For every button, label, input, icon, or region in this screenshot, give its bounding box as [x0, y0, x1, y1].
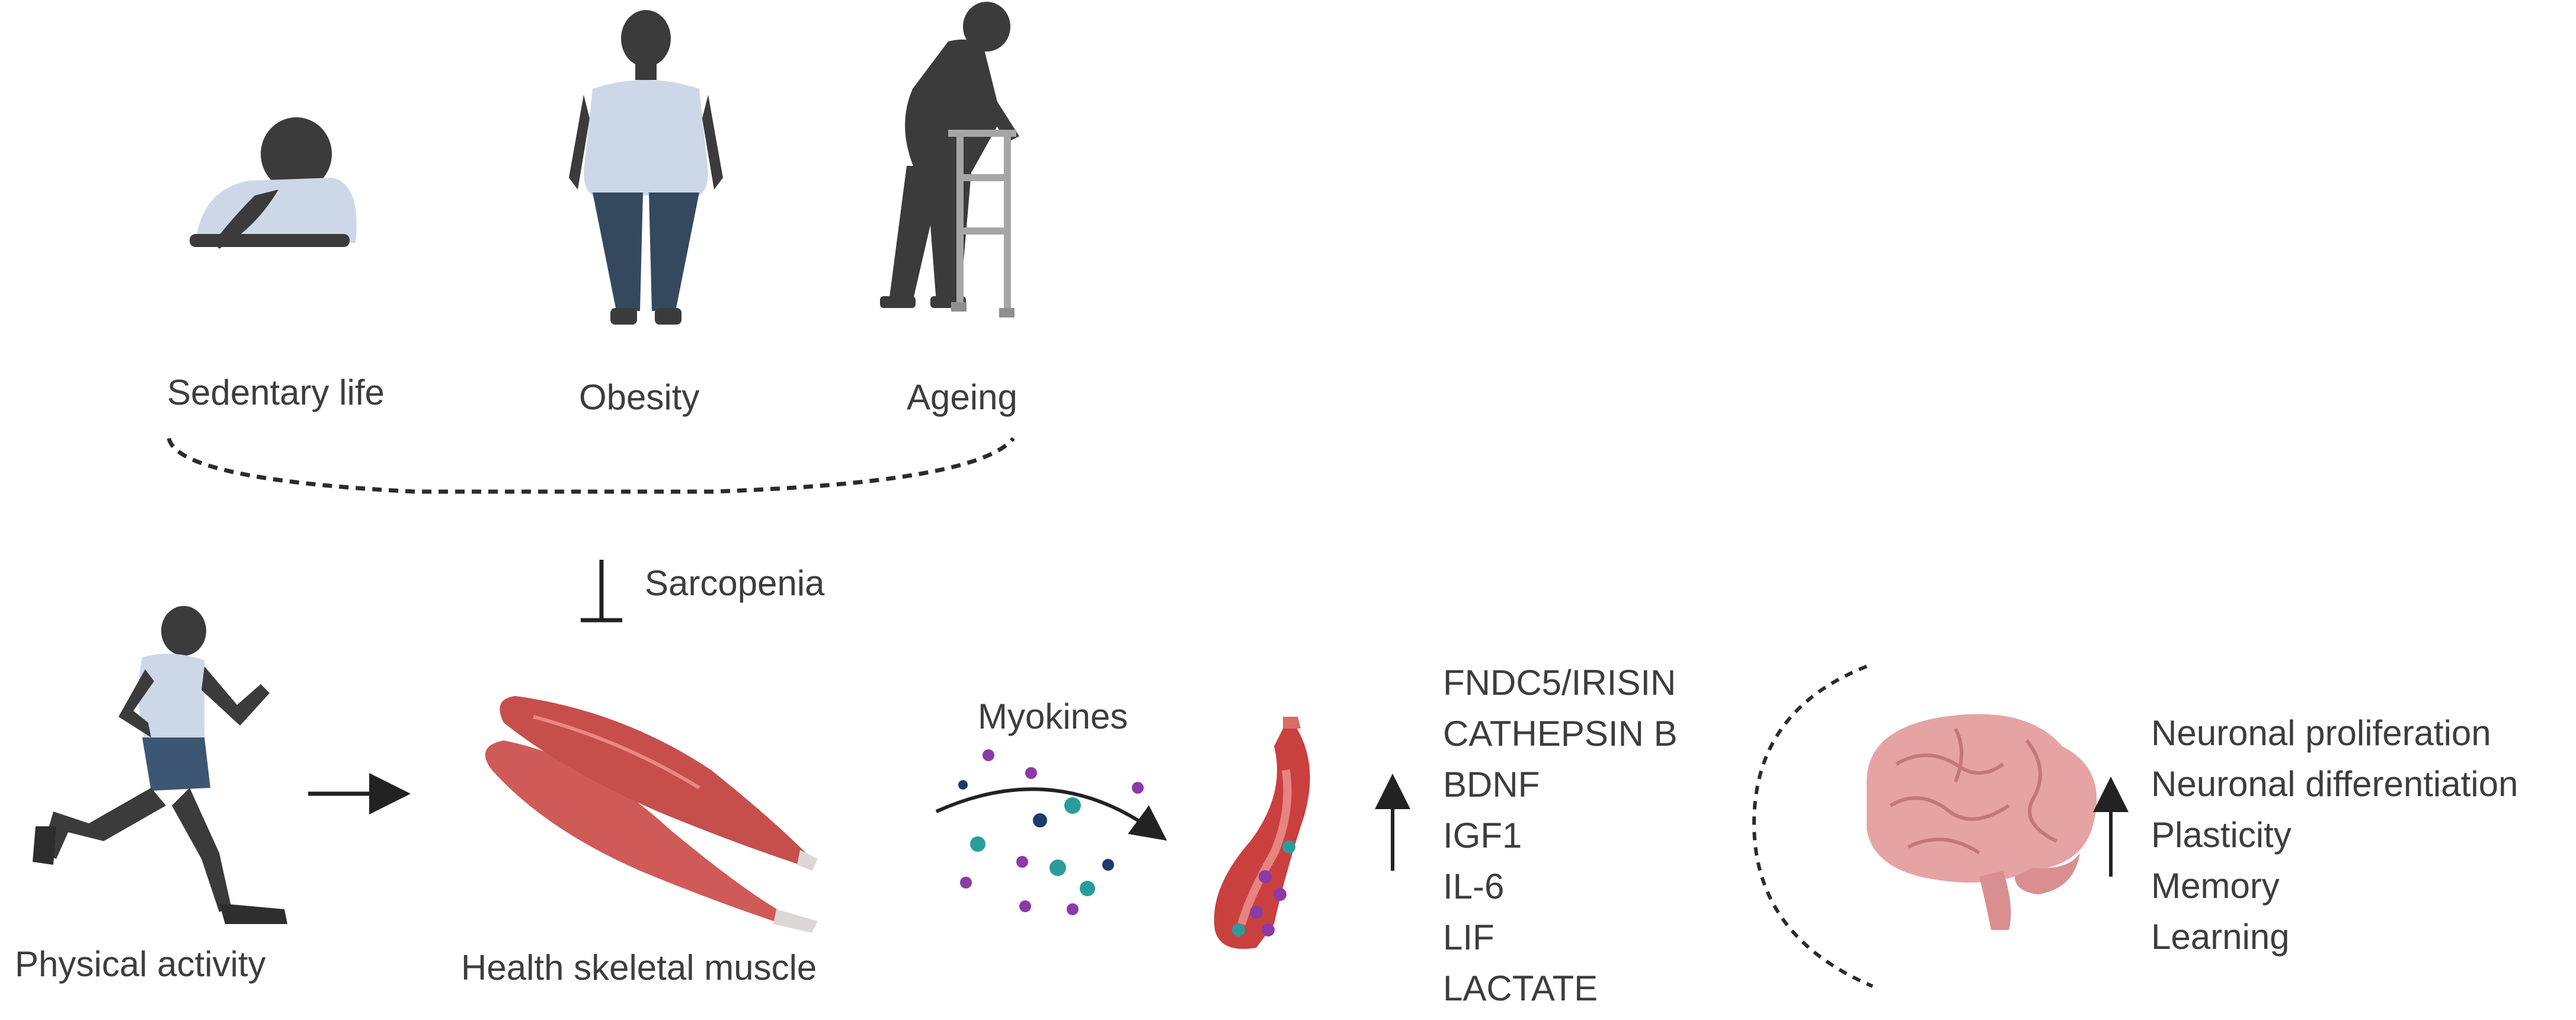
myokine-item: FNDC5/IRISIN: [1443, 663, 1676, 703]
brain-effect-item: Plasticity: [2151, 815, 2292, 855]
brain-effect-item: Neuronal differentiation: [2151, 764, 2519, 804]
sitting-person-icon: [190, 117, 357, 249]
label-myokines: Myokines: [978, 697, 1128, 736]
label-sarcopenia: Sarcopenia: [645, 563, 825, 603]
myokine-list: FNDC5/IRISIN CATHEPSIN B BDNF IGF1 IL-6 …: [1443, 657, 1678, 1014]
myokine-release-arrow: [935, 787, 1167, 841]
myokine-item: BDNF: [1443, 765, 1540, 804]
blood-vessel-icon: [1214, 717, 1310, 949]
brain-boundary-arc: [1752, 665, 1874, 988]
label-sedentary-life: Sedentary life: [167, 373, 385, 412]
inhibition-symbol: [581, 560, 622, 623]
myokine-item: LACTATE: [1443, 968, 1598, 1008]
myokine-particles: [958, 749, 1144, 915]
myokine-item: IL-6: [1443, 867, 1505, 906]
brain-effect-item: Learning: [2151, 917, 2290, 957]
runner-icon: [33, 606, 287, 924]
risk-factors-bracket: [167, 437, 1015, 494]
brain-icon: [1867, 714, 2097, 930]
elderly-walker-icon: [880, 2, 1019, 317]
brain-effect-item: Memory: [2151, 866, 2280, 906]
label-physical-activity: Physical activity: [15, 944, 266, 984]
myokine-item: LIF: [1443, 918, 1495, 957]
skeletal-muscle-icon: [485, 696, 818, 933]
myokine-item: CATHEPSIN B: [1443, 714, 1678, 753]
myokine-item: IGF1: [1443, 816, 1522, 855]
obese-person-icon: [569, 10, 723, 325]
label-obesity: Obesity: [579, 377, 700, 417]
brain-effects-list: Neuronal proliferation Neuronal differen…: [2151, 708, 2518, 963]
brain-effect-item: Neuronal proliferation: [2151, 713, 2491, 753]
label-ageing: Ageing: [907, 377, 1017, 417]
label-skeletal-muscle: Health skeletal muscle: [461, 948, 817, 987]
